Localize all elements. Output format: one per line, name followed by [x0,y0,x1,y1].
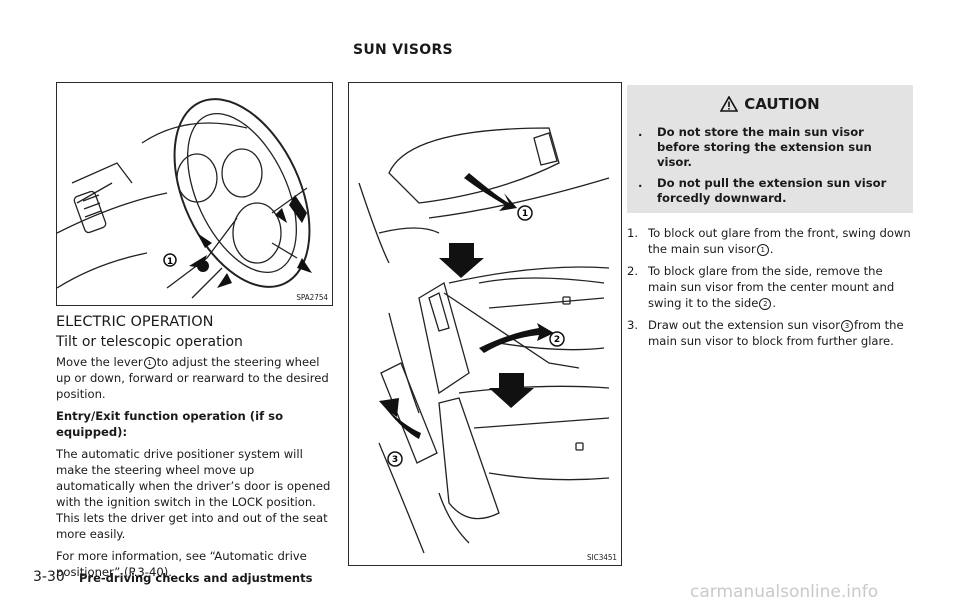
callout-1: 1 [167,257,173,267]
bullet: . [638,176,643,190]
sun-visor-illustration: 1 2 3 [358,127,610,554]
bold-heading-entry-exit: Entry/Exit function operation (if so equ… [56,409,284,439]
list-item: . Do not pull the extension sun visor for… [627,176,913,206]
steering-figure: 1 SPA2754 [56,82,333,306]
list-item: 1.To block out glare from the front, swi… [627,225,915,257]
step-number: 2. [627,264,639,278]
circled-number: 1 [143,357,156,369]
text-span: . [769,242,774,256]
text-span: To block out glare from the front, swing… [648,226,911,256]
callout-2: 2 [554,335,560,345]
chapter-title: Pre-driving checks and adjustments [79,571,313,585]
subheading-tilt: Tilt or telescopic operation [56,334,243,350]
left-column: ELECTRIC OPERATION Tilt or telescopic op… [56,314,336,586]
list-item: . Do not store the main sun visor before … [627,125,913,170]
caution-text: Do not store the main sun visor before s… [657,125,872,169]
text-span: from the main sun visor to block from fu… [648,318,904,348]
caution-list: . Do not store the main sun visor before … [627,125,913,206]
sun-visor-figure: 1 2 3 SIC3451 [348,82,622,566]
bullet: . [638,125,643,139]
steps-list: 1.To block out glare from the front, swi… [627,225,915,355]
step-number: 3. [627,318,639,332]
caution-box: CAUTION . Do not store the main sun visor… [627,85,913,213]
paragraph-reference: For more information, see “Automatic dri… [56,549,307,579]
caution-text: Do not pull the extension sun visor forc… [657,176,887,205]
text-span: Draw out the extension sun visor [648,318,840,332]
text-span: to adjust the steering wheel up or down,… [56,355,329,401]
paragraph-adp: The automatic drive positioner system wi… [56,447,331,541]
text-span: Move the lever [56,355,143,369]
figure-label: SPA2754 [296,293,328,302]
text-span: To block glare from the side, remove the… [648,264,895,310]
section-title: SUN VISORS [353,42,453,58]
watermark: carmanualsonline.info [690,582,879,602]
circled-number: 1 [756,244,769,256]
warning-icon [719,95,739,112]
text-span: . [772,296,777,310]
list-item: 2.To block glare from the side, remove t… [627,263,915,311]
page-number: 3-30 [33,569,65,585]
circled-number: 3 [840,320,853,332]
circled-number: 2 [759,298,772,310]
caution-title: CAUTION [744,95,820,113]
steering-wheel-illustration: 1 [57,98,312,299]
callout-1: 1 [522,209,528,219]
step-number: 1. [627,226,639,240]
caution-heading: CAUTION [627,95,913,113]
heading-electric-operation: ELECTRIC OPERATION [56,314,214,330]
callout-3: 3 [392,455,398,465]
figure-label: SIC3451 [586,553,617,562]
